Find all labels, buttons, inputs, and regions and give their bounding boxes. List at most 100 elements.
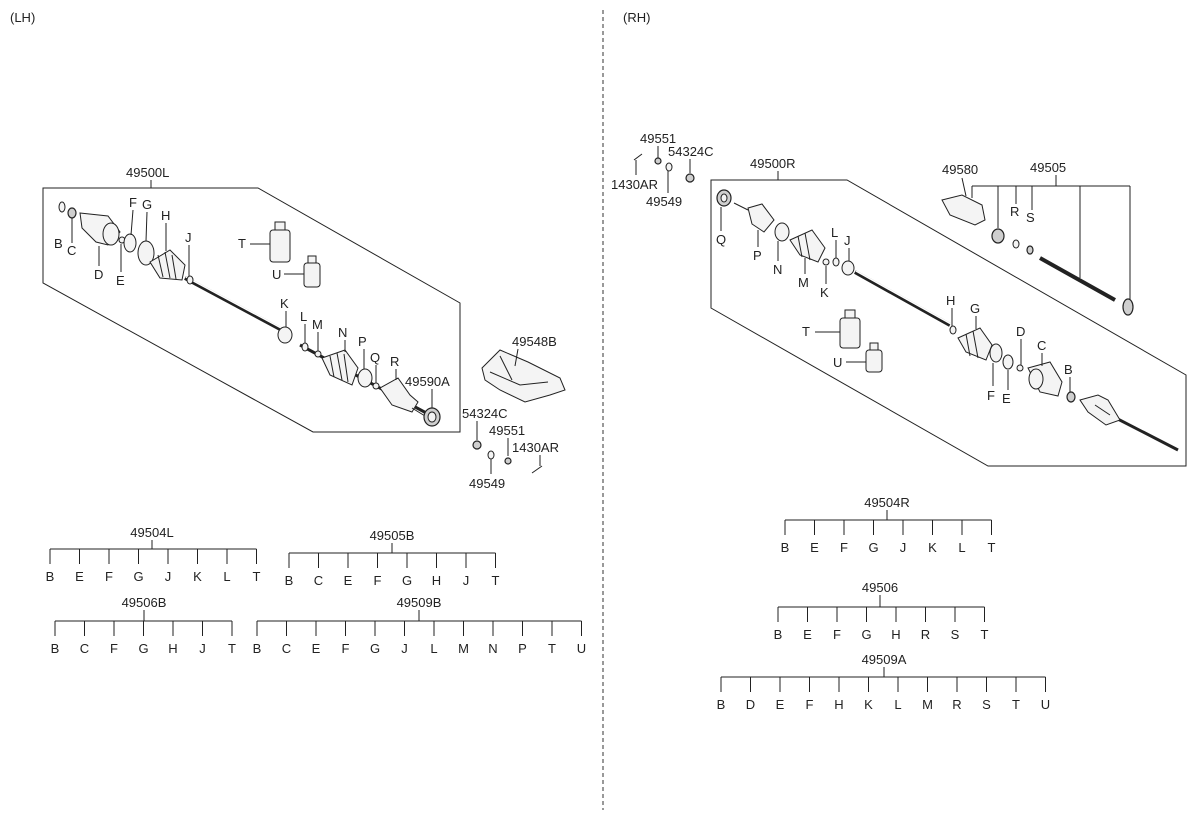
- lh-label-u: U: [272, 267, 281, 282]
- rh-ring-l: [832, 257, 840, 267]
- kit-item-label: J: [199, 641, 206, 656]
- kit-item-label: R: [952, 697, 961, 712]
- rh-label-m: M: [798, 275, 809, 290]
- kit-item-label: J: [900, 540, 907, 555]
- lh-assembly-outline: [42, 187, 461, 433]
- kit-item-label: T: [253, 569, 261, 584]
- rh-label-d: D: [1016, 324, 1025, 339]
- lh-label-f: F: [129, 195, 137, 210]
- kit-item-label: B: [46, 569, 55, 584]
- rh-label-l: L: [831, 225, 838, 240]
- rh-assembly-code[interactable]: 49500R: [750, 156, 796, 171]
- lh-label-e: E: [116, 273, 125, 288]
- kit-item-label: G: [133, 569, 143, 584]
- rh-ring-f: [989, 343, 1003, 363]
- rh-shaft-kit-code[interactable]: 49505: [1030, 160, 1066, 175]
- kit-item-label: U: [577, 641, 586, 656]
- kit-item-label: E: [312, 641, 321, 656]
- kit-item-label: E: [810, 540, 819, 555]
- kit-item-label: T: [228, 641, 236, 656]
- rh-grease-t: [839, 309, 861, 349]
- kit-code[interactable]: 49509B: [397, 595, 442, 610]
- kit-item-label: E: [344, 573, 353, 588]
- kit-code[interactable]: 49505B: [370, 528, 415, 543]
- rh-part-1430ar[interactable]: 1430AR: [611, 177, 658, 192]
- lh-circlip-b: [58, 201, 66, 213]
- kit-item-label: F: [342, 641, 350, 656]
- kit-item-label: B: [774, 627, 783, 642]
- lh-boot-h: [149, 249, 186, 281]
- kit-code[interactable]: 49504L: [130, 525, 173, 540]
- kit-item-label: H: [891, 627, 900, 642]
- lh-cover-code[interactable]: 49548B: [512, 334, 557, 349]
- kit-item-label: J: [165, 569, 172, 584]
- lh-part-54324c[interactable]: 54324C: [462, 406, 508, 421]
- rh-label-n: N: [773, 262, 782, 277]
- lh-part-49551[interactable]: 49551: [489, 423, 525, 438]
- rh-boot-g: [957, 327, 993, 361]
- rh-bracket-code[interactable]: 49580: [942, 162, 978, 177]
- kit-item-label: G: [868, 540, 878, 555]
- kit-item-label: C: [80, 641, 89, 656]
- kit-item-label: M: [922, 697, 933, 712]
- rh-label-e: E: [1002, 391, 1011, 406]
- rh-part-49549[interactable]: 49549: [646, 194, 682, 209]
- rh-part-49551[interactable]: 49551: [640, 131, 676, 146]
- lh-label-p: P: [358, 334, 367, 349]
- kit-item-label: L: [223, 569, 230, 584]
- rh-side-label: (RH): [623, 10, 650, 25]
- kit-item-label: J: [401, 641, 408, 656]
- kit-item-label: T: [988, 540, 996, 555]
- kit-code[interactable]: 49506: [862, 580, 898, 595]
- lh-clamp-m: [314, 350, 322, 358]
- lh-part-1430ar[interactable]: 1430AR: [512, 440, 559, 455]
- rh-ring-n: [774, 222, 790, 242]
- rh-ring-h: [949, 325, 957, 335]
- kit-code[interactable]: 49506B: [122, 595, 167, 610]
- kit-code[interactable]: 49504R: [864, 495, 910, 510]
- kit-item-label: B: [51, 641, 60, 656]
- lh-label-k: K: [280, 296, 289, 311]
- kit-item-label: F: [110, 641, 118, 656]
- rh-label-t: T: [802, 324, 810, 339]
- rh-label-u: U: [833, 355, 842, 370]
- rh-seal-q: [716, 189, 732, 207]
- kit-item-label: E: [776, 697, 785, 712]
- kit-item-label: P: [518, 641, 527, 656]
- lh-ring-c: [67, 207, 77, 219]
- lh-grease-u: [303, 255, 321, 288]
- kit-item-label: E: [75, 569, 84, 584]
- lh-outer-joint-r: [379, 377, 426, 417]
- kit-item-label: T: [981, 627, 989, 642]
- lh-label-d: D: [94, 267, 103, 282]
- rh-label-b: B: [1064, 362, 1073, 377]
- rh-label-f: F: [987, 388, 995, 403]
- kit-code[interactable]: 49509A: [862, 652, 907, 667]
- rh-label-p: P: [753, 248, 762, 263]
- kit-item-label: T: [492, 573, 500, 588]
- rh-shaft-label-r: R: [1010, 204, 1019, 219]
- kit-item-label: L: [958, 540, 965, 555]
- rh-label-h: H: [946, 293, 955, 308]
- lh-part-49549[interactable]: 49549: [469, 476, 505, 491]
- lh-assembly-code[interactable]: 49500L: [126, 165, 169, 180]
- kit-item-label: C: [314, 573, 323, 588]
- kit-item-label: G: [861, 627, 871, 642]
- lh-ring-l: [301, 342, 309, 352]
- kit-item-label: B: [781, 540, 790, 555]
- kit-item-label: B: [285, 573, 294, 588]
- rh-label-k: K: [820, 285, 829, 300]
- kit-item-label: E: [803, 627, 812, 642]
- rh-part-54324c[interactable]: 54324C: [668, 144, 714, 159]
- kit-item-label: F: [105, 569, 113, 584]
- lh-label-bearing[interactable]: 49590A: [405, 374, 450, 389]
- lh-ring-q: [372, 382, 380, 390]
- kit-item-label: D: [746, 697, 755, 712]
- lh-label-t: T: [238, 236, 246, 251]
- rh-label-c: C: [1037, 338, 1046, 353]
